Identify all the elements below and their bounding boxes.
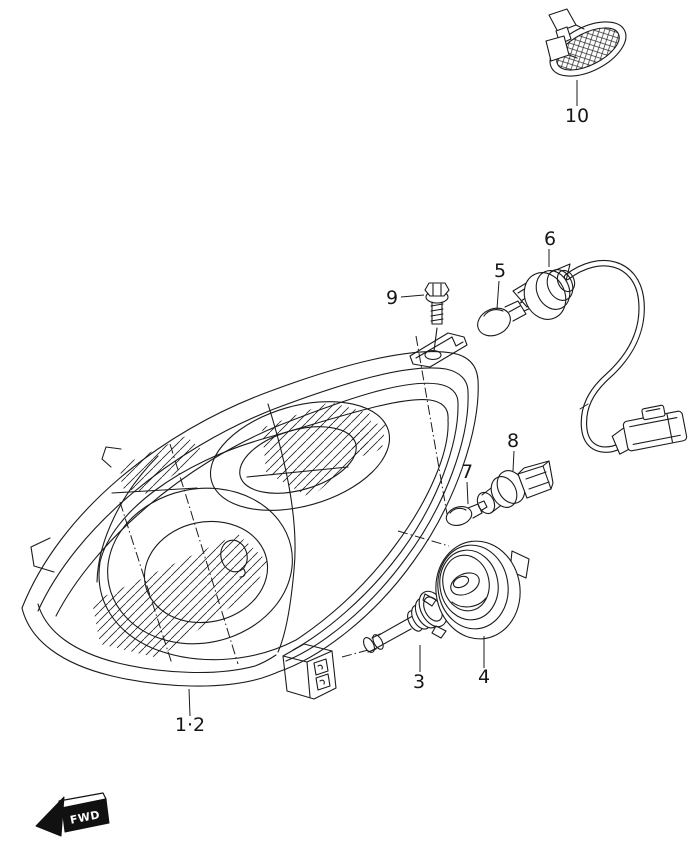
part-label-6: 6: [544, 228, 556, 250]
headlamp-assembly-drawing: [21, 332, 479, 700]
leader-line-5: [496, 280, 500, 310]
wire-end-connector: [611, 404, 688, 455]
leader-line-9: [400, 294, 425, 298]
part-label-7: 7: [461, 461, 473, 483]
socket-cap-drawing: [435, 540, 530, 640]
reflector-hatching: [262, 402, 372, 498]
bulb-hole: [220, 539, 248, 573]
leader-line-7: [466, 481, 469, 505]
headlamp-connector-block: [282, 643, 337, 700]
part-label-10: 10: [565, 105, 589, 127]
part-label-5: 5: [494, 260, 506, 282]
fwd-direction-marker: FWD: [35, 792, 110, 837]
reflector-hatching: [120, 436, 204, 494]
turnsignal-socket-drawing: [476, 460, 554, 515]
leader-line-8: [512, 450, 515, 472]
reflector-hatching: [350, 421, 386, 459]
part-label-3: 3: [413, 671, 425, 693]
turnsignal-bulb-drawing: [445, 500, 488, 527]
part-label-1-2: 1·2: [175, 714, 205, 736]
part-label-4: 4: [478, 666, 490, 688]
position-bulb-drawing: [477, 299, 532, 337]
bolt-drawing: [424, 282, 450, 352]
fwd-arrow-head: [35, 796, 65, 837]
leader-line-1-2: [188, 688, 191, 717]
part-label-9: 9: [386, 287, 398, 309]
part-label-8: 8: [507, 430, 519, 452]
side-marker-lamp-drawing: [545, 8, 627, 77]
reflector-hatching: [92, 534, 268, 658]
socket-lead-wire-drawing: [512, 259, 688, 455]
leader-lines: [188, 80, 578, 717]
fwd-label: FWD: [69, 808, 101, 827]
